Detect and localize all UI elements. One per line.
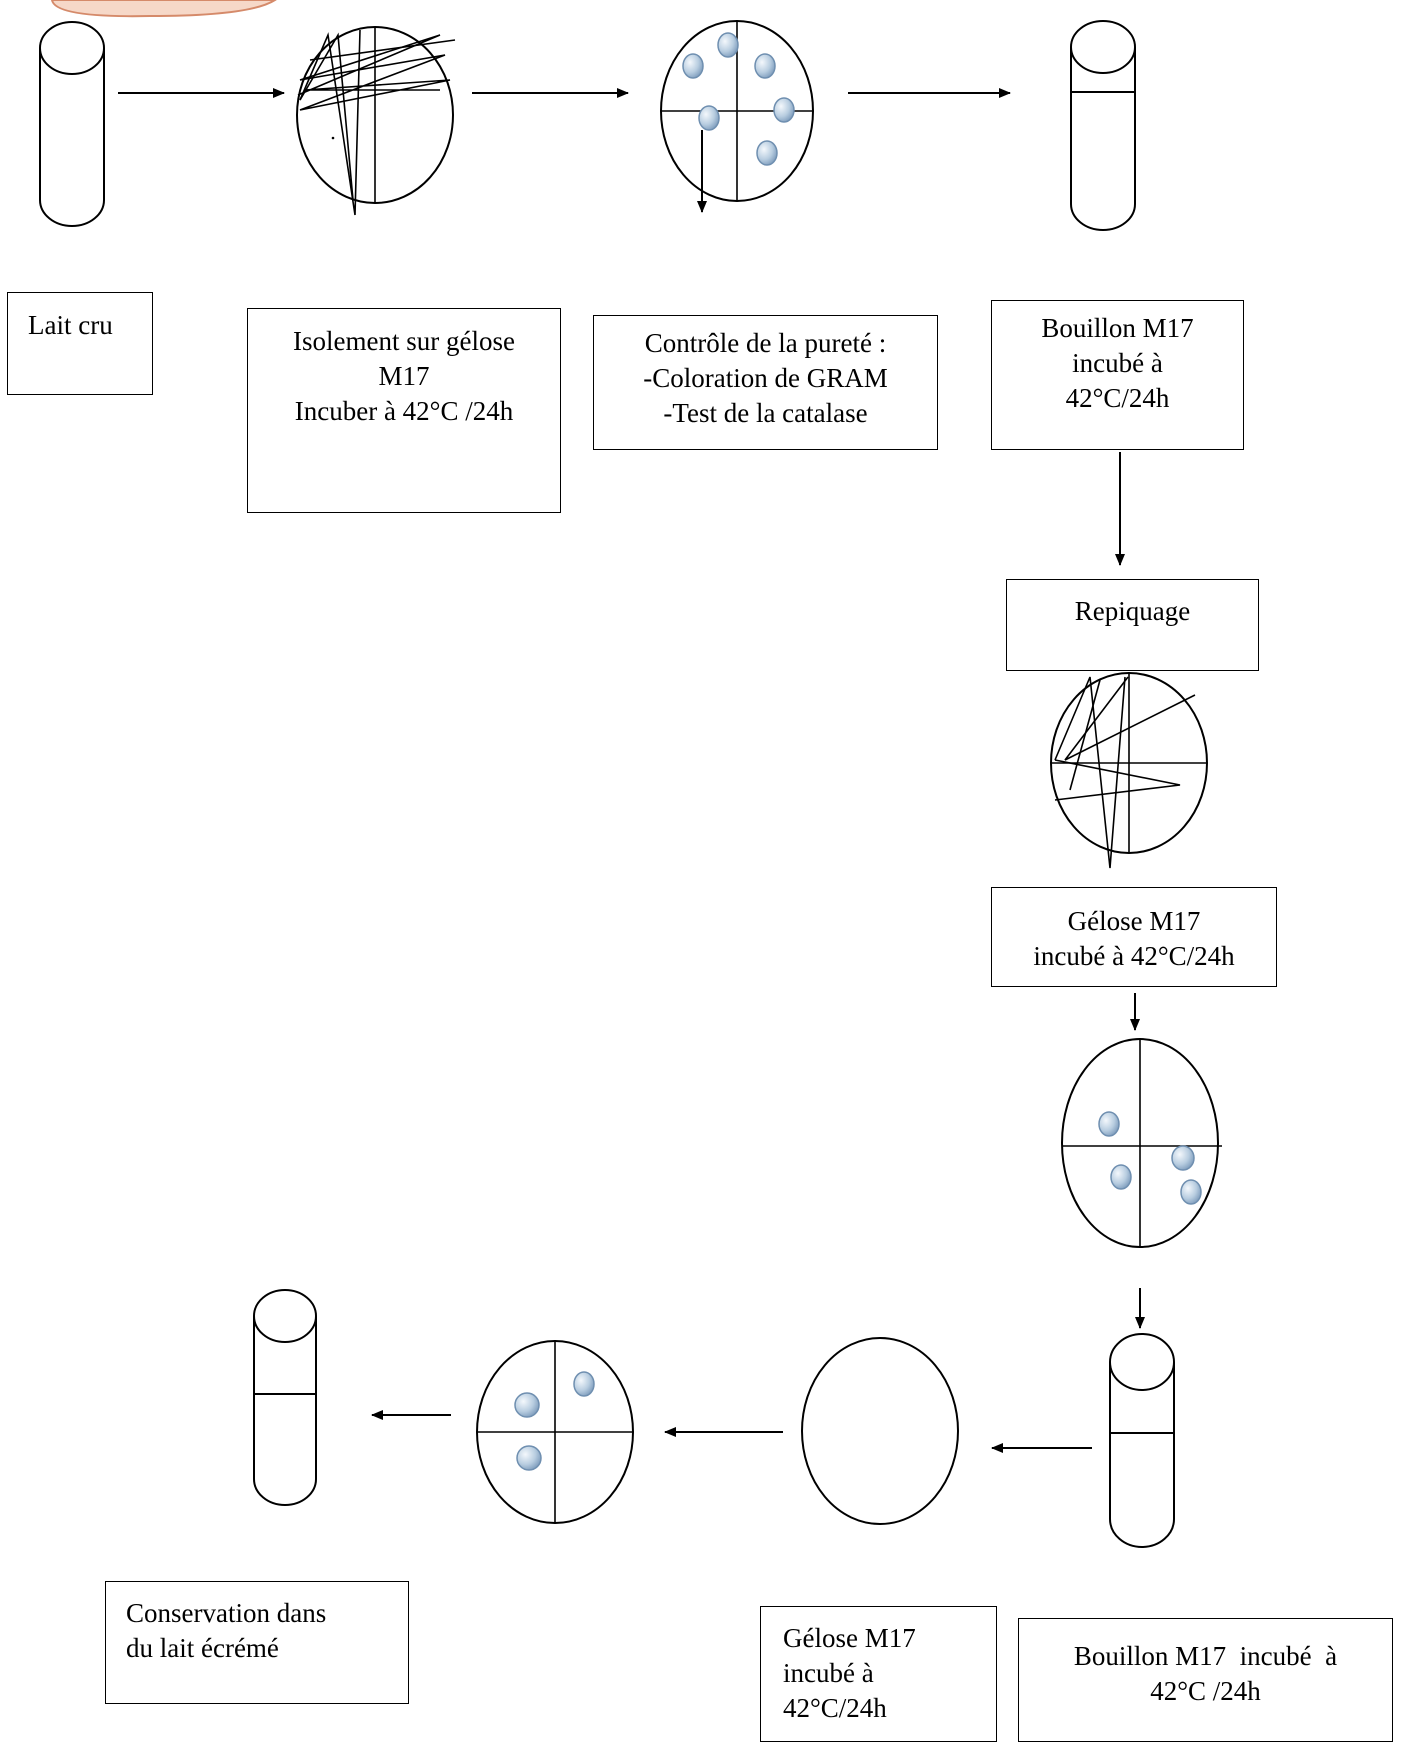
tube-lait-cru [39, 21, 105, 227]
box-bouillon-2: Bouillon M17 incubé à 42°C /24h [1018, 1618, 1393, 1742]
colony-plate-1 [660, 20, 814, 213]
tube-bouillon-2 [1109, 1333, 1175, 1548]
controle-line-3: -Test de la catalase [663, 398, 868, 428]
gelose-1-line-1: Gélose M17 [1067, 906, 1201, 936]
isolement-line-1: Isolement sur gélose [293, 326, 515, 356]
box-conservation: Conservation dans du lait écrémé [105, 1581, 409, 1704]
lait-cru-line-1: Lait cru [28, 310, 113, 340]
gelose-2-line-2: incubé à [783, 1658, 874, 1688]
box-isolement: Isolement sur gélose M17 Incuber à 42°C … [247, 308, 561, 513]
box-gelose-2: Gélose M17 incubé à 42°C/24h [760, 1606, 997, 1742]
box-gelose-1: Gélose M17 incubé à 42°C/24h [991, 887, 1277, 987]
streak-plate-2 [1050, 672, 1208, 869]
conservation-line-1: Conservation dans [126, 1598, 327, 1628]
bouillon-1-line-1: Bouillon M17 [1041, 313, 1194, 343]
repiquage-line-1: Repiquage [1074, 596, 1191, 626]
bouillon-1-line-3: 42°C/24h [1065, 383, 1170, 413]
bouillon-2-line-2: 42°C /24h [1150, 1676, 1261, 1706]
isolement-line-3: Incuber à 42°C /24h [294, 396, 514, 426]
bouillon-2-line-1: Bouillon M17 incubé à [1073, 1641, 1338, 1671]
conservation-line-2: du lait écrémé [126, 1633, 279, 1663]
gelose-2-line-1: Gélose M17 [783, 1623, 916, 1653]
isolement-line-2: M17 [378, 361, 430, 391]
decor-badge [50, 0, 277, 18]
empty-plate [801, 1337, 959, 1525]
bouillon-1-line-2: incubé à [1072, 348, 1163, 378]
tube-bouillon-1 [1070, 20, 1136, 231]
tube-conservation [253, 1289, 317, 1506]
box-lait-cru: Lait cru [7, 292, 153, 395]
colony-plate-3 [476, 1340, 634, 1524]
streak-plate-1 [296, 26, 456, 216]
box-repiquage: Repiquage [1006, 579, 1259, 671]
colony-plate-2 [1061, 1038, 1222, 1248]
controle-line-1: Contrôle de la pureté : [644, 328, 887, 358]
box-controle: Contrôle de la pureté : -Coloration de G… [593, 315, 938, 450]
controle-line-2: -Coloration de GRAM [643, 363, 888, 393]
gelose-1-line-2: incubé à 42°C/24h [1033, 941, 1235, 971]
gelose-2-line-3: 42°C/24h [783, 1693, 887, 1723]
box-bouillon-1: Bouillon M17 incubé à 42°C/24h [991, 300, 1244, 450]
